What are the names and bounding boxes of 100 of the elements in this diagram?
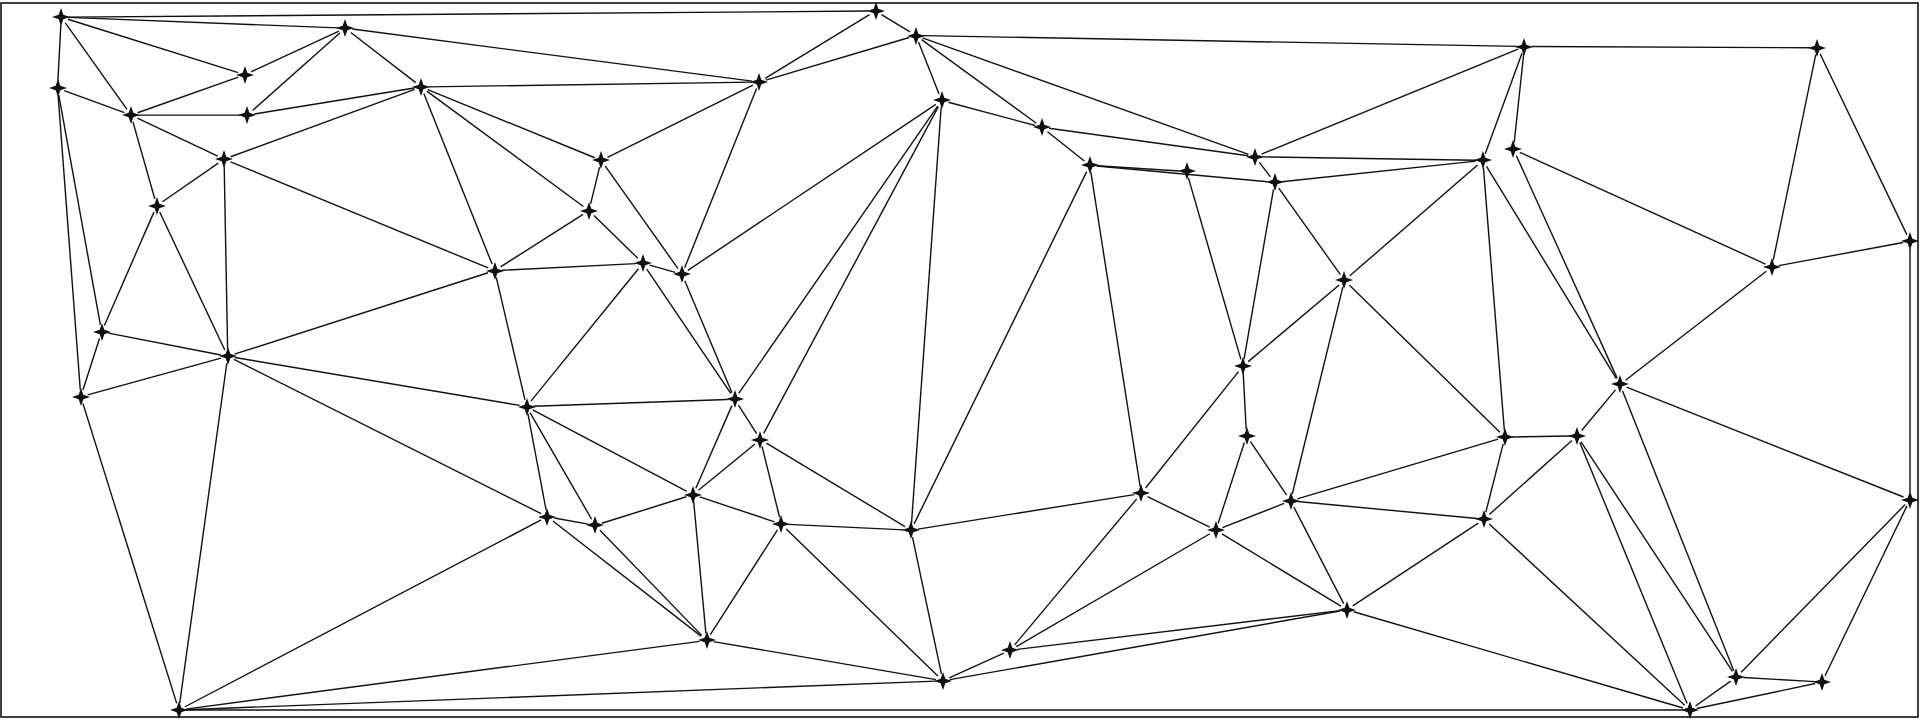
connector-line (532, 409, 688, 493)
connector-line (185, 709, 1684, 711)
connector-line (427, 88, 596, 159)
connector-line (82, 402, 178, 705)
connector-line (57, 23, 62, 82)
connector-line (1046, 131, 1085, 162)
connector-line (1090, 171, 1141, 488)
connector-line (351, 28, 753, 82)
connector-line (764, 13, 871, 80)
connector-line (917, 493, 1135, 530)
connector-line (684, 280, 733, 394)
connector-line (1217, 441, 1246, 525)
connector-line (1580, 389, 1617, 432)
connector-line (527, 412, 547, 511)
connector-line (423, 92, 493, 265)
connector-line (1261, 156, 1477, 161)
connector-line (136, 117, 219, 157)
connector-line (63, 89, 126, 114)
connector-line (695, 404, 733, 489)
connector-line (1258, 161, 1272, 178)
connector-line (593, 214, 639, 260)
connector-line (1278, 187, 1342, 276)
connector-line (82, 337, 101, 391)
connector-line (1348, 284, 1501, 433)
connector-line (765, 36, 910, 81)
connector-line (529, 411, 593, 520)
connector-line (1484, 52, 1523, 155)
connector-line (699, 496, 776, 523)
connector-line (1740, 503, 1906, 673)
connector-line (1048, 127, 1249, 157)
connector-line (229, 88, 416, 158)
connector-line (1488, 523, 1686, 706)
connector-line (920, 38, 1038, 124)
connector-line (495, 276, 526, 401)
connector-line (697, 443, 756, 491)
connector-line (1352, 522, 1479, 607)
connector-line (137, 114, 242, 116)
connector-line (763, 105, 940, 435)
connector-line (646, 268, 732, 395)
connector-line (1296, 438, 1499, 500)
connector-line (501, 262, 637, 271)
connector-line (1695, 682, 1816, 710)
connector-line (911, 536, 943, 675)
connector-line (785, 528, 939, 677)
connector-line (1187, 177, 1242, 361)
connector-line (765, 442, 906, 528)
connector-line (1513, 52, 1525, 144)
connector-line (648, 264, 676, 274)
connector-line (1221, 502, 1285, 529)
connector-line (132, 121, 156, 200)
connector-line (1144, 370, 1240, 489)
connector-line (1146, 495, 1211, 528)
connector-line (1824, 505, 1908, 677)
connector-line (1694, 680, 1732, 707)
connector-line (880, 13, 911, 33)
connector-line (921, 37, 1250, 156)
connector-line (1249, 441, 1288, 496)
connector-line (922, 34, 1519, 48)
connector-line (552, 520, 702, 637)
connector-line (229, 161, 489, 269)
connector-line (67, 10, 870, 18)
connector-line (1485, 443, 1504, 514)
connector-line (1819, 53, 1908, 236)
connector-line (787, 523, 905, 531)
connector-line (553, 517, 589, 525)
connector-line (1485, 165, 1618, 380)
connector-line (233, 356, 521, 407)
connector-line (233, 358, 542, 515)
connector-line (947, 101, 1036, 127)
connector-line (426, 90, 585, 208)
connector-line (532, 398, 729, 407)
connector-line (185, 640, 701, 710)
connector-line (1624, 270, 1767, 381)
connector-line (1778, 241, 1904, 267)
connector-line (1221, 533, 1342, 607)
connector-line (1515, 155, 1618, 379)
connector-line (683, 87, 758, 269)
connector-line (687, 103, 937, 272)
connector-line (709, 529, 779, 636)
connector-line (737, 404, 758, 435)
connector-line (1742, 676, 1816, 683)
connector-line (67, 18, 239, 74)
connector-line (161, 162, 219, 203)
connector-line (67, 16, 339, 29)
connector-line (606, 84, 754, 158)
connector-line (1772, 53, 1817, 261)
connector-line (1482, 166, 1506, 431)
connector-line (913, 170, 1088, 525)
connector-line (427, 81, 753, 88)
connector-line (1296, 500, 1478, 520)
connector-line (1530, 45, 1811, 49)
connector-line (530, 268, 640, 402)
connector-line (761, 445, 781, 518)
connector-line (1349, 164, 1479, 277)
connector-line (949, 610, 1341, 681)
connector-line (136, 76, 239, 114)
connector-line (179, 362, 228, 704)
connector-line (1580, 441, 1734, 672)
connector-line (1625, 386, 1905, 498)
connector-line (86, 357, 222, 396)
